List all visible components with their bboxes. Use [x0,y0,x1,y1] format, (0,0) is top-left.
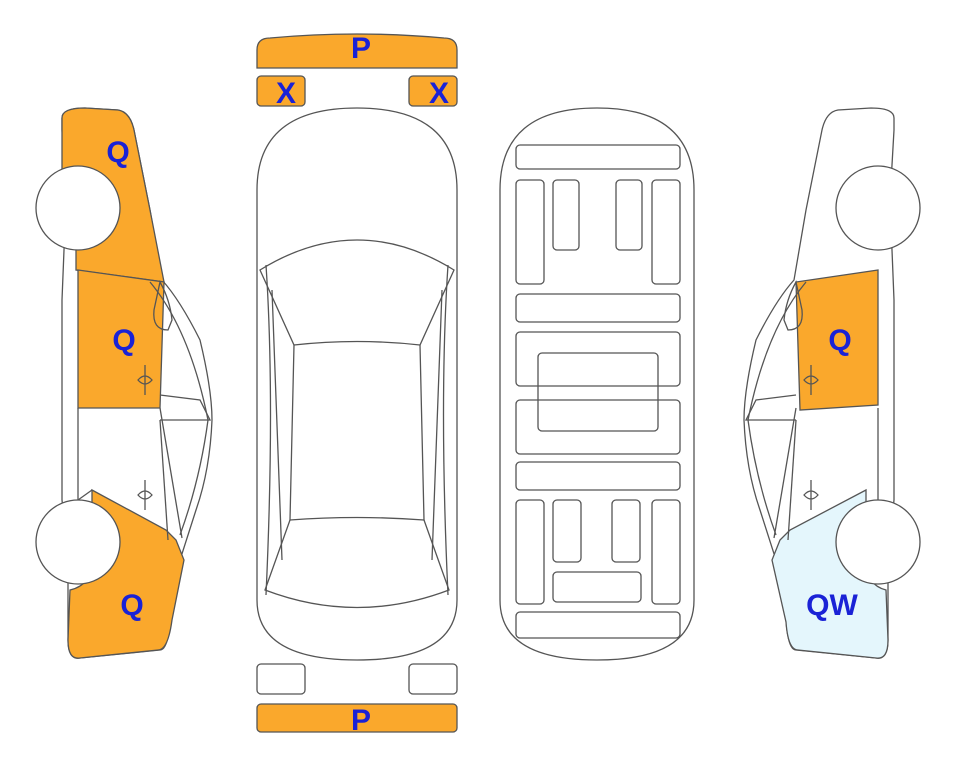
underside-body [499,107,695,661]
rear-right-light [408,663,458,695]
rear-left-light [256,663,306,695]
right-rear-wheel [835,499,921,585]
left-mirror[interactable] [256,75,306,107]
rear-bumper[interactable] [256,703,458,733]
right-side-view: Q QW [743,107,921,659]
left-side-view: Q Q Q [35,107,213,659]
left-front-wheel [35,165,121,251]
label-front-bumper: P [351,32,371,65]
label-left-front: Q [106,136,129,169]
right-front-wheel [835,165,921,251]
label-left-rear: Q [120,589,143,622]
right-rear-door-handle [803,480,819,510]
label-right-rear: QW [806,589,858,622]
left-rear-wheel [35,499,121,585]
top-car-body [256,107,458,661]
top-view: P X X P [256,32,458,737]
label-rear-bumper: P [351,704,371,737]
left-rear-door-handle [137,480,153,510]
right-front-door-handle [803,365,819,395]
underside-view [499,107,695,661]
label-left-mirror: X [276,77,296,110]
right-mirror[interactable] [408,75,458,107]
label-right-door: Q [828,324,851,357]
label-right-mirror: X [429,77,449,110]
label-left-door: Q [112,324,135,357]
right-door-panel[interactable] [795,269,879,411]
left-front-door-handle [137,365,153,395]
front-bumper[interactable] [256,33,458,69]
